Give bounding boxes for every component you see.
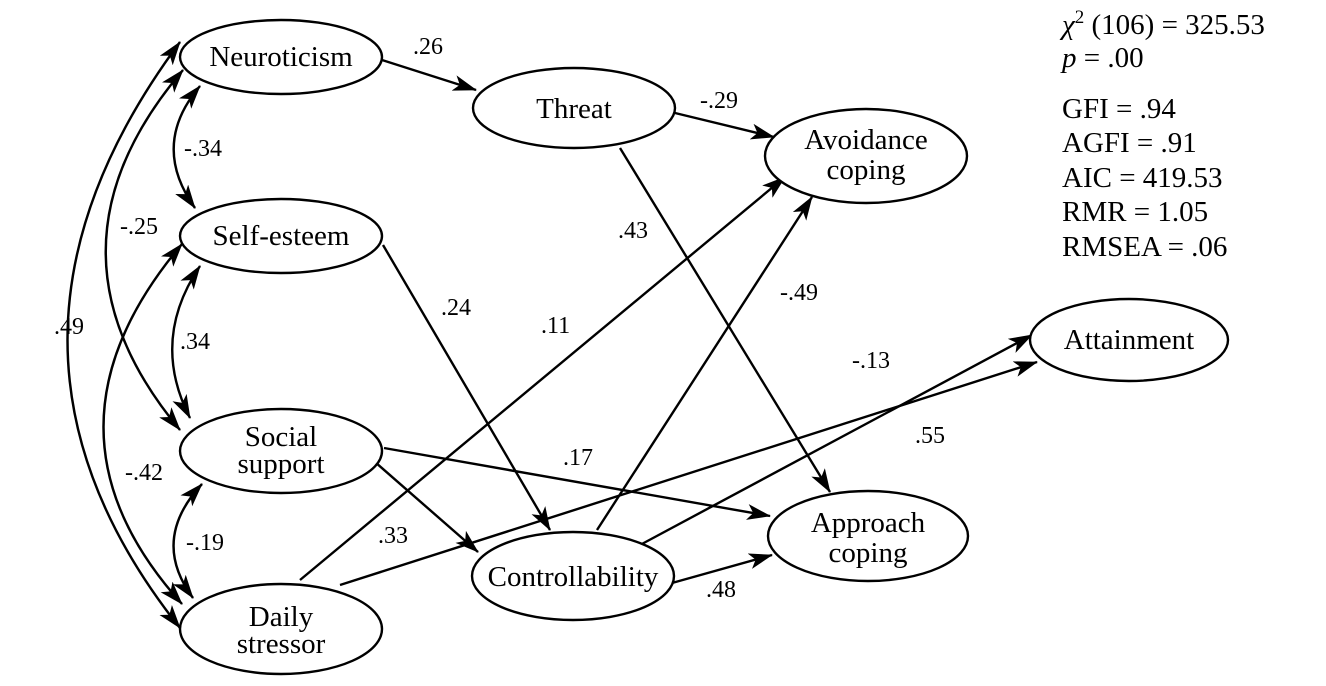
correlation-social-support-daily-stressor xyxy=(172,483,203,599)
path-threat-avoidance-coping xyxy=(674,111,775,140)
rmr-line: RMR = 1.05 xyxy=(1062,196,1208,228)
node-attainment: Attainment xyxy=(1028,297,1230,383)
node-threat: Threat xyxy=(471,66,677,150)
path-controllability-attainment xyxy=(639,333,1033,547)
path-social-support-controllability xyxy=(374,461,479,553)
coefficient-labels: .26 -.29 .43 .24 .11 -.49 -.13 .55 .17 .… xyxy=(54,34,945,603)
node-label: Self-esteem xyxy=(213,220,350,252)
coef-social-support-approach-coping: .17 xyxy=(563,445,593,471)
node-avoidance-coping: Avoidance coping xyxy=(763,107,969,205)
coef-neuroticism-threat: .26 xyxy=(413,34,443,60)
node-daily-stressor: Daily stressor xyxy=(178,582,384,676)
coef-social-support-controllability: .33 xyxy=(378,523,408,549)
coef-threat-avoidance-coping: -.29 xyxy=(700,88,738,114)
coef-daily-stressor-avoidance-coping: .11 xyxy=(541,313,570,339)
fit-statistics: χ2 (106) = 325.53 p = .00 GFI = .94 AGFI… xyxy=(1059,7,1265,263)
chi-exponent: 2 xyxy=(1075,7,1085,28)
aic-line: AIC = 419.53 xyxy=(1062,162,1223,194)
node-label: Approach xyxy=(811,507,926,539)
coef-neuroticism-self-esteem: -.34 xyxy=(184,136,222,162)
path-daily-stressor-avoidance-coping xyxy=(299,176,786,581)
correlation-neuroticism-social-support xyxy=(104,69,184,431)
coef-controllability-avoidance-coping: -.49 xyxy=(780,280,818,306)
correlation-self-esteem-daily-stressor xyxy=(102,243,183,605)
p-symbol: p xyxy=(1060,42,1077,74)
node-self-esteem: Self-esteem xyxy=(178,197,384,275)
node-label: coping xyxy=(827,154,906,186)
node-label: Controllability xyxy=(488,561,659,593)
path-controllability-approach-coping xyxy=(671,553,773,585)
path-controllability-avoidance-coping xyxy=(595,196,814,531)
rmsea-line: RMSEA = .06 xyxy=(1062,231,1227,263)
coef-self-esteem-social-support: .34 xyxy=(180,329,210,355)
node-controllability: Controllability xyxy=(470,530,676,622)
coef-controllability-approach-coping: .48 xyxy=(706,577,736,603)
node-label: coping xyxy=(829,537,908,569)
node-label: Social xyxy=(245,421,318,453)
nodes: Neuroticism Self-esteem Social support D… xyxy=(178,18,1230,676)
node-label: Neuroticism xyxy=(209,41,353,73)
agfi-line: AGFI = .91 xyxy=(1062,127,1197,159)
node-social-support: Social support xyxy=(178,407,384,495)
coef-controllability-attainment: .55 xyxy=(915,423,945,449)
coef-social-support-daily-stressor: -.19 xyxy=(186,530,224,556)
node-label: stressor xyxy=(237,628,326,660)
p-value-line: p = .00 xyxy=(1060,42,1144,74)
chi-square-line: χ2 (106) = 325.53 xyxy=(1059,7,1265,41)
path-social-support-approach-coping xyxy=(383,446,771,520)
coef-self-esteem-controllability: .24 xyxy=(441,295,471,321)
chi-symbol: χ xyxy=(1059,9,1076,41)
correlation-neuroticism-daily-stressor xyxy=(66,41,181,629)
coef-daily-stressor-attainment: -.13 xyxy=(852,348,890,374)
path-self-esteem-controllability xyxy=(381,244,552,531)
coef-neuroticism-social-support: -.25 xyxy=(120,214,158,240)
node-neuroticism: Neuroticism xyxy=(178,18,384,96)
node-label: support xyxy=(238,448,325,480)
path-threat-approach-coping xyxy=(618,147,832,493)
gfi-line: GFI = .94 xyxy=(1062,93,1176,125)
p-value: = .00 xyxy=(1077,42,1144,74)
coef-self-esteem-daily-stressor: -.42 xyxy=(125,460,163,486)
edges xyxy=(66,41,1038,629)
node-label: Daily xyxy=(249,601,314,633)
coef-threat-approach-coping: .43 xyxy=(618,218,648,244)
node-label: Threat xyxy=(536,93,612,125)
chi-value: (106) = 325.53 xyxy=(1084,9,1265,41)
node-label: Avoidance xyxy=(804,124,927,156)
path-neuroticism-threat xyxy=(381,58,477,92)
node-label: Attainment xyxy=(1064,324,1194,356)
node-approach-coping: Approach coping xyxy=(766,489,970,583)
coef-neuroticism-daily-stressor: .49 xyxy=(54,314,84,340)
